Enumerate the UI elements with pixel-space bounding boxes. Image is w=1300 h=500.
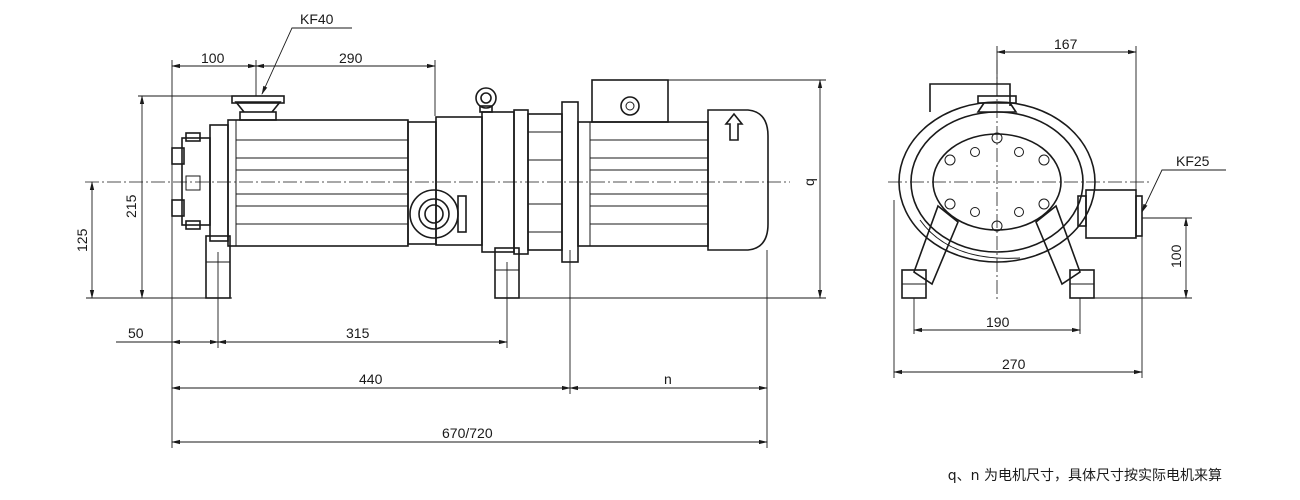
end-legs [901,204,1095,299]
dim-125-label: 125 [74,228,90,252]
dim-440-label: 440 [359,371,383,387]
dim-q-label: q [801,178,817,186]
left-end-cover [171,132,211,230]
pump-feet [205,235,520,348]
lifting-eye [475,87,497,113]
dim-167-label: 167 [1054,36,1078,52]
dim-100-end-label: 100 [1168,244,1184,268]
side-view: KF40 100 290 215 125 q 50 315 440 n 670/… [74,11,826,448]
end-view: 167 KF25 100 190 270 [888,36,1226,378]
dim-315-label: 315 [346,325,370,341]
dim-n-label: n [664,371,672,387]
dim-50-label: 50 [128,325,144,341]
motor [577,109,769,251]
side-extension-lines [86,60,826,448]
motor-dimension-note: q、n 为电机尺寸，具体尺寸按实际电机来算 [947,468,1222,484]
end-dimension-lines [893,49,1226,375]
terminal-box [591,79,669,123]
kf25-label: KF25 [1176,153,1210,169]
dim-100-label: 100 [201,50,225,66]
kf40-label: KF40 [300,11,334,27]
dim-215-label: 215 [123,194,139,218]
end-cover-bolts [944,132,1050,232]
pump-housing [209,109,529,255]
kf25-side-flange [1077,189,1143,239]
side-dimension-lines [89,27,823,445]
end-extension-lines [893,46,1192,378]
dim-670-720-label: 670/720 [442,425,493,441]
dim-290-label: 290 [339,50,363,66]
kf40-inlet-flange [231,95,285,121]
dim-190-label: 190 [986,314,1010,330]
exhaust-port [409,189,467,239]
dim-270-label: 270 [1002,356,1026,372]
